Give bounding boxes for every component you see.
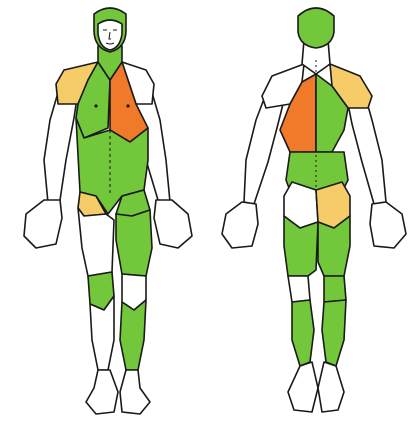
front-right-nipple: [94, 104, 97, 107]
back-right-calf: [322, 300, 346, 366]
back-right-hand: [370, 202, 406, 248]
front-left-shin: [120, 300, 146, 370]
back-left-calf: [292, 300, 314, 366]
back-left-foot: [288, 362, 318, 412]
front-right-foot: [86, 370, 118, 414]
back-right-knee: [324, 276, 346, 302]
front-right-thigh: [78, 208, 114, 276]
back-left-knee: [288, 276, 310, 302]
front-right-hand: [24, 200, 62, 248]
front-left-hand: [154, 200, 192, 248]
front-left-thigh: [116, 210, 152, 276]
back-left-hand: [222, 202, 258, 248]
back-figure: [222, 8, 406, 412]
front-left-foot: [120, 370, 150, 414]
front-left-nipple: [126, 104, 129, 107]
back-head: [298, 8, 334, 48]
front-figure: [24, 8, 192, 414]
back-right-foot: [318, 362, 344, 412]
